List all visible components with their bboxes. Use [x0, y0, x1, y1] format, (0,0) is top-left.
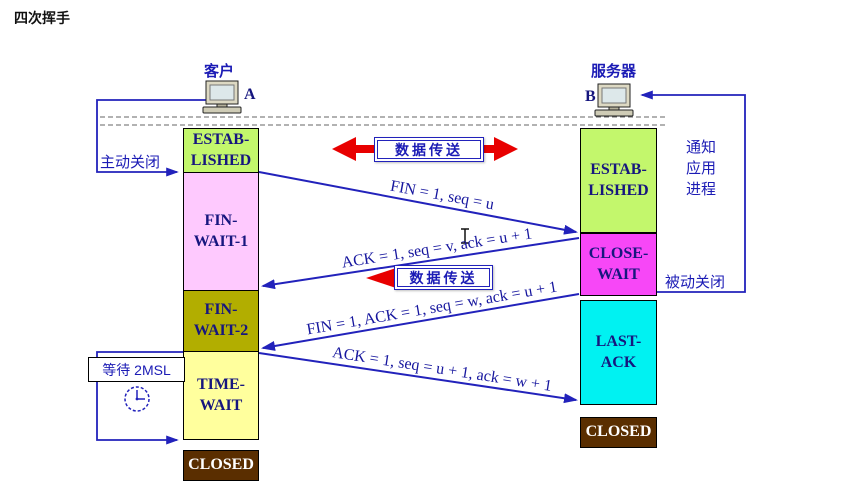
passive-close-label: 被动关闭 [665, 274, 726, 291]
text-cursor [461, 228, 469, 244]
server-state-closed: CLOSED [580, 417, 657, 448]
client-state-closed: CLOSED [183, 450, 259, 481]
client-state-established: ESTAB- LISHED [183, 128, 259, 173]
server-state-close-wait: CLOSE- WAIT [580, 233, 657, 296]
fin-ack-seq-w-arrow [261, 293, 580, 351]
notify-app-arrow [640, 90, 746, 293]
server-host-label: 服务器 [591, 63, 637, 80]
client-host-label: 客户 [204, 63, 235, 80]
client-state-fin-wait-1: FIN- WAIT-1 [183, 172, 259, 291]
clock-icon [124, 386, 150, 412]
ack-u1-arrow [261, 237, 580, 290]
ack-w1-arrow [258, 352, 578, 404]
active-close-label: 主动关闭 [100, 154, 161, 171]
fin-seq-u-arrow [258, 171, 578, 235]
wait-2msl-box: 等待 2MSL [88, 357, 185, 382]
active-close-arrow [96, 99, 213, 177]
data-transfer-mid-label: 数据传送 [394, 265, 493, 290]
client-host-id: A [244, 86, 256, 103]
wait-2msl-arrow [96, 351, 183, 445]
server-state-established: ESTAB- LISHED [580, 128, 657, 233]
page-title: 四次挥手 [14, 10, 70, 26]
client-state-fin-wait-2: FIN- WAIT-2 [183, 290, 259, 352]
client-computer-icon [202, 80, 242, 114]
server-computer-icon [594, 83, 634, 117]
notify-app-label: 通知 应用 进程 [685, 139, 716, 198]
data-transfer-top-label: 数据传送 [374, 137, 484, 162]
client-state-time-wait: TIME- WAIT [183, 351, 259, 440]
server-host-id: B [585, 88, 596, 105]
server-state-last-ack: LAST- ACK [580, 300, 657, 405]
